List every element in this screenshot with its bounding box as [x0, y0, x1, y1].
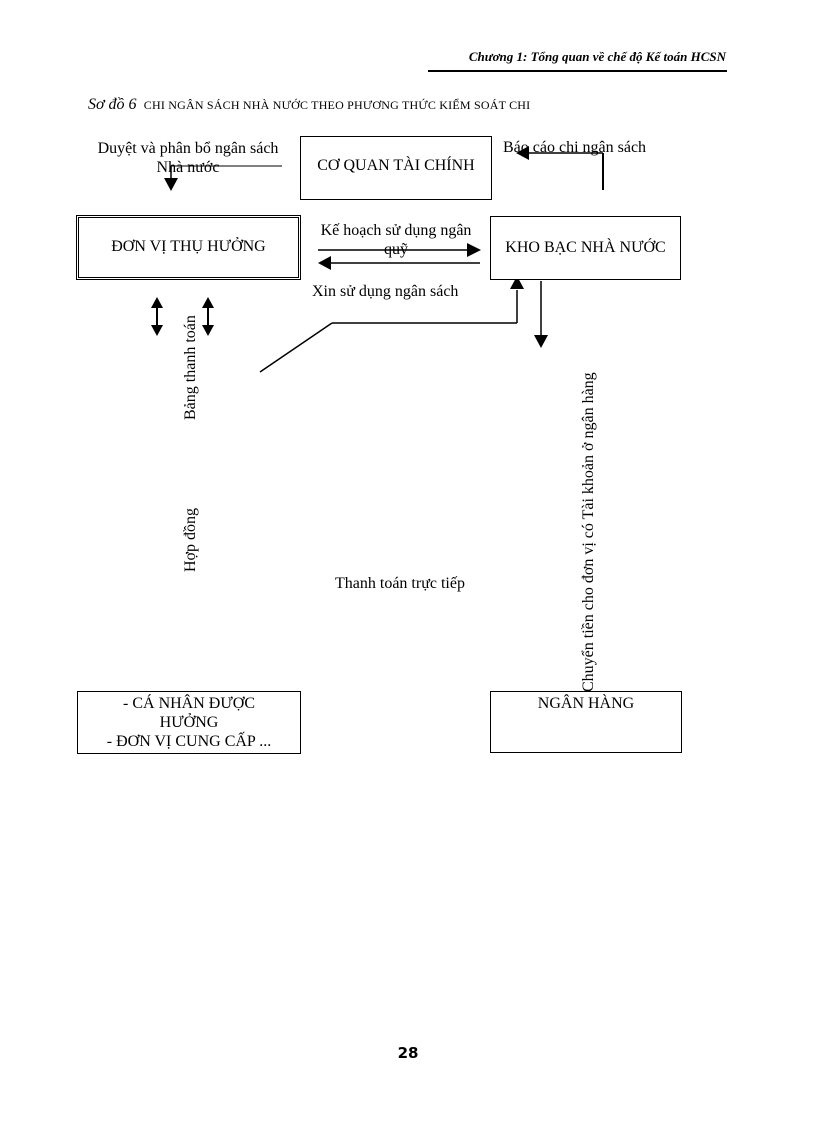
page-number: 28	[397, 1044, 419, 1062]
edge-label-approve-allocate: Duyệt và phân bổ ngân sách Nhà nước	[97, 140, 279, 176]
node-bank-label: NGÂN HÀNG	[537, 695, 635, 712]
node-bank: NGÂN HÀNG	[490, 691, 682, 753]
chapter-title: Chương 1: Tổng quan về chế độ Kế toán HC…	[468, 49, 726, 64]
node-recipients-line1: - CÁ NHÂN ĐƯỢC HƯỞNG	[123, 695, 255, 731]
diagram-caption: CHI NGÂN SÁCH NHÀ NƯỚC THEO PHƯƠNG THỨC …	[143, 98, 531, 112]
arrowhead-approve	[164, 178, 178, 191]
edge-label-transfer-to-bank: Chuyển tiền cho đơn vị có Tài khoản ở ng…	[580, 372, 597, 692]
arrowhead-payment-left-down	[151, 325, 163, 336]
arrowhead-transfer	[534, 335, 548, 348]
edge-label-request-budget: Xin sử dụng ngân sách	[312, 283, 459, 300]
arrowhead-payment-left-up	[151, 297, 163, 308]
arrowhead-direct-payment	[510, 276, 524, 289]
connector-direct-payment-diagonal	[259, 322, 333, 373]
edge-label-contract: Hợp đồng	[182, 507, 199, 572]
node-state-treasury: KHO BẠC NHÀ NƯỚC	[490, 216, 681, 280]
node-recipients: - CÁ NHÂN ĐƯỢC HƯỞNG - ĐƠN VỊ CUNG CẤP .…	[77, 691, 301, 754]
node-beneficiary-unit: ĐƠN VỊ THỤ HƯỞNG	[76, 215, 301, 280]
diagram-title: Sơ đồ 6 CHI NGÂN SÁCH NHÀ NƯỚC THEO PHƯƠ…	[88, 96, 530, 114]
node-finance-agency: CƠ QUAN TÀI CHÍNH	[300, 136, 492, 200]
arrowhead-fund-plan	[467, 243, 481, 257]
edge-label-payment-list: Bảng thanh toán	[182, 315, 199, 420]
node-state-treasury-label: KHO BẠC NHÀ NƯỚC	[505, 239, 666, 256]
diagram-number: Sơ đồ 6	[88, 96, 137, 113]
node-beneficiary-unit-label: ĐƠN VỊ THỤ HƯỞNG	[111, 238, 266, 255]
edge-label-direct-payment: Thanh toán trực tiếp	[335, 575, 465, 592]
arrowhead-payment-right-up	[202, 297, 214, 308]
edge-label-budget-report: Báo cáo chi ngân sách	[503, 139, 647, 156]
node-recipients-line2: - ĐƠN VỊ CUNG CẤP ...	[106, 733, 272, 750]
arrowhead-request-budget	[318, 256, 331, 270]
edge-label-fund-plan: Kế hoạch sử dụng ngân quỹ	[320, 222, 472, 258]
node-finance-agency-label: CƠ QUAN TÀI CHÍNH	[317, 157, 475, 174]
arrowhead-report	[516, 146, 529, 160]
arrowhead-payment-right-down	[202, 325, 214, 336]
header-rule	[428, 70, 727, 72]
